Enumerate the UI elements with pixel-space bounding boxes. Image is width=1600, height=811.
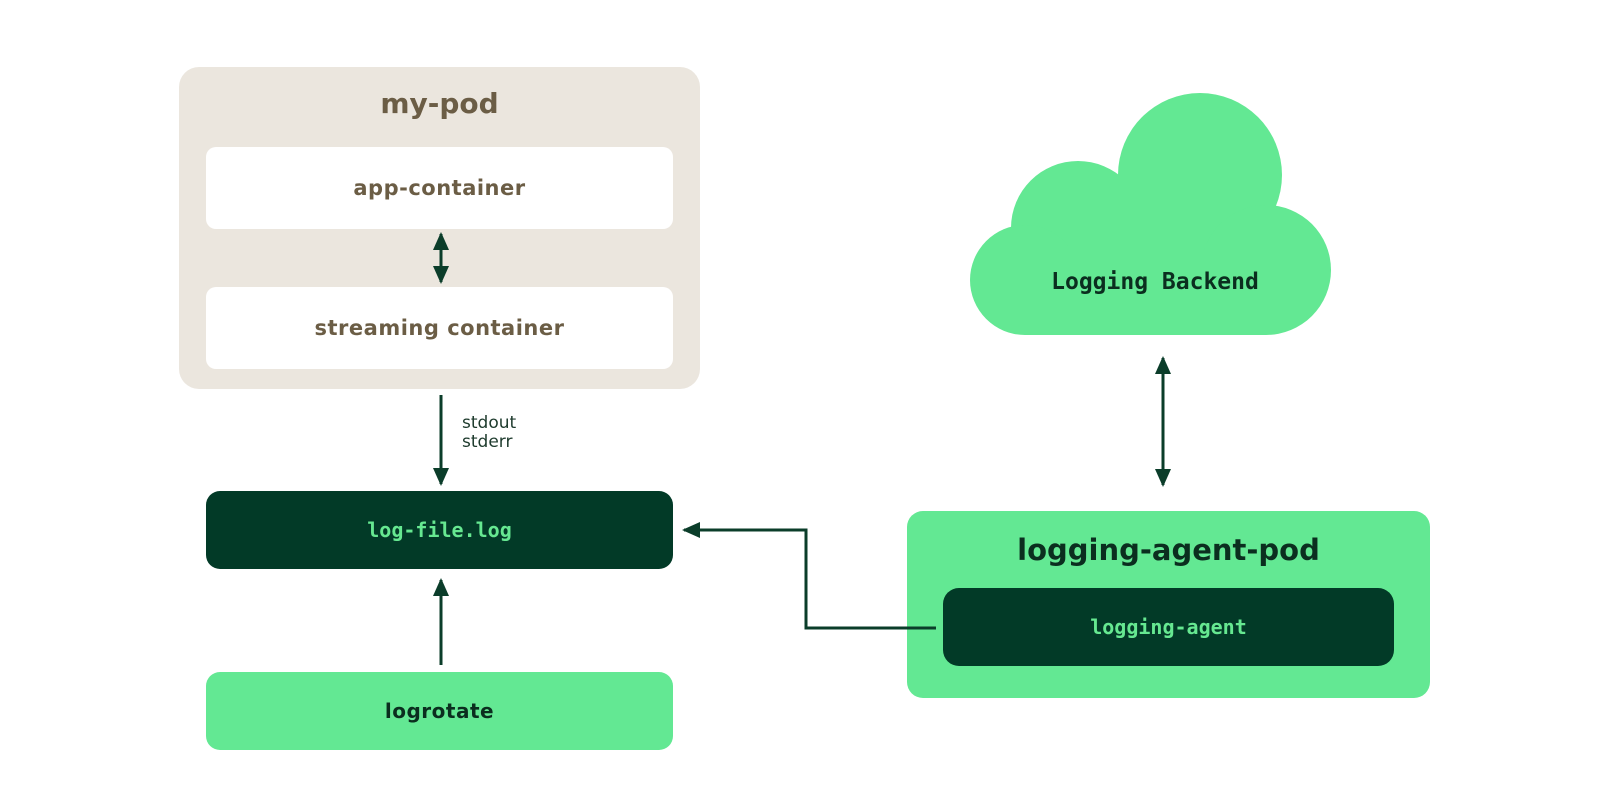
my-pod-title: my-pod [380, 87, 499, 120]
logrotate-node: logrotate [206, 672, 673, 750]
logging-agent-label: logging-agent [1090, 615, 1247, 639]
app-container-label: app-container [353, 176, 526, 200]
logging-backend-cloud-icon [970, 93, 1331, 335]
streaming-container-label: streaming container [314, 316, 565, 340]
streaming-container-node: streaming container [206, 287, 673, 369]
stdout-stderr-label: stdout stderr [462, 414, 582, 458]
logging-agent-node: logging-agent [943, 588, 1394, 666]
logrotate-label: logrotate [384, 699, 495, 723]
logging-agent-pod-title: logging-agent-pod [1017, 533, 1320, 567]
log-file-node: log-file.log [206, 491, 673, 569]
log-file-label: log-file.log [367, 518, 512, 542]
app-container-node: app-container [206, 147, 673, 229]
stdout-label: stdout [462, 413, 517, 433]
logging-backend-label: Logging Backend [1051, 269, 1259, 295]
stderr-label: stderr [462, 432, 513, 452]
agent-to-logfile-arrow [682, 522, 936, 630]
